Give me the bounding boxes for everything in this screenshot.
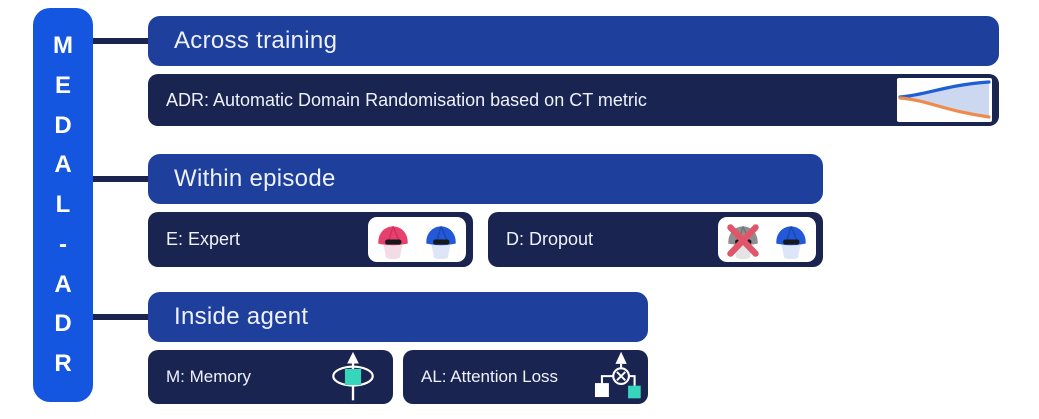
connector-line-within-episode bbox=[90, 176, 150, 182]
section-header-across-training: Across training bbox=[148, 16, 999, 66]
item-adr: ADR: Automatic Domain Randomisation base… bbox=[148, 74, 999, 126]
connector-line-inside-agent bbox=[90, 314, 150, 320]
sidebar-letter: A bbox=[54, 270, 72, 298]
expert-helmets-icon bbox=[368, 217, 466, 262]
item-label: E: Expert bbox=[166, 229, 241, 249]
sidebar-letter: R bbox=[54, 350, 72, 377]
section-title: Within episode bbox=[174, 165, 336, 192]
item-memory: M: Memory bbox=[148, 350, 393, 404]
sidebar-letter: A bbox=[54, 151, 72, 179]
attention-loss-graph-icon bbox=[588, 351, 642, 403]
item-label: M: Memory bbox=[166, 367, 251, 386]
sidebar-medal-adr: M E D A L - A D R bbox=[33, 8, 93, 402]
memory-loop-icon bbox=[325, 351, 381, 403]
item-label: ADR: Automatic Domain Randomisation base… bbox=[166, 89, 647, 110]
sidebar-letter: E bbox=[54, 71, 71, 99]
item-label: AL: Attention Loss bbox=[421, 367, 559, 386]
section-header-within-episode: Within episode bbox=[148, 154, 823, 204]
sidebar-letter: - bbox=[59, 230, 67, 258]
sidebar-letter: D bbox=[54, 111, 72, 139]
section-header-inside-agent: Inside agent bbox=[148, 292, 648, 342]
connector-line-across-training bbox=[90, 38, 150, 44]
item-dropout: D: Dropout bbox=[488, 212, 823, 267]
section-title: Inside agent bbox=[174, 303, 309, 330]
dropout-helmets-icon bbox=[718, 217, 816, 262]
item-label: D: Dropout bbox=[506, 229, 594, 249]
sidebar-letter: L bbox=[55, 191, 71, 218]
adr-range-chart-icon bbox=[897, 78, 992, 122]
section-title: Across training bbox=[174, 27, 338, 54]
sidebar-letter: D bbox=[54, 310, 72, 338]
item-expert: E: Expert bbox=[148, 212, 473, 267]
sidebar-letter: M bbox=[53, 32, 73, 59]
item-attention-loss: AL: Attention Loss bbox=[403, 350, 648, 404]
